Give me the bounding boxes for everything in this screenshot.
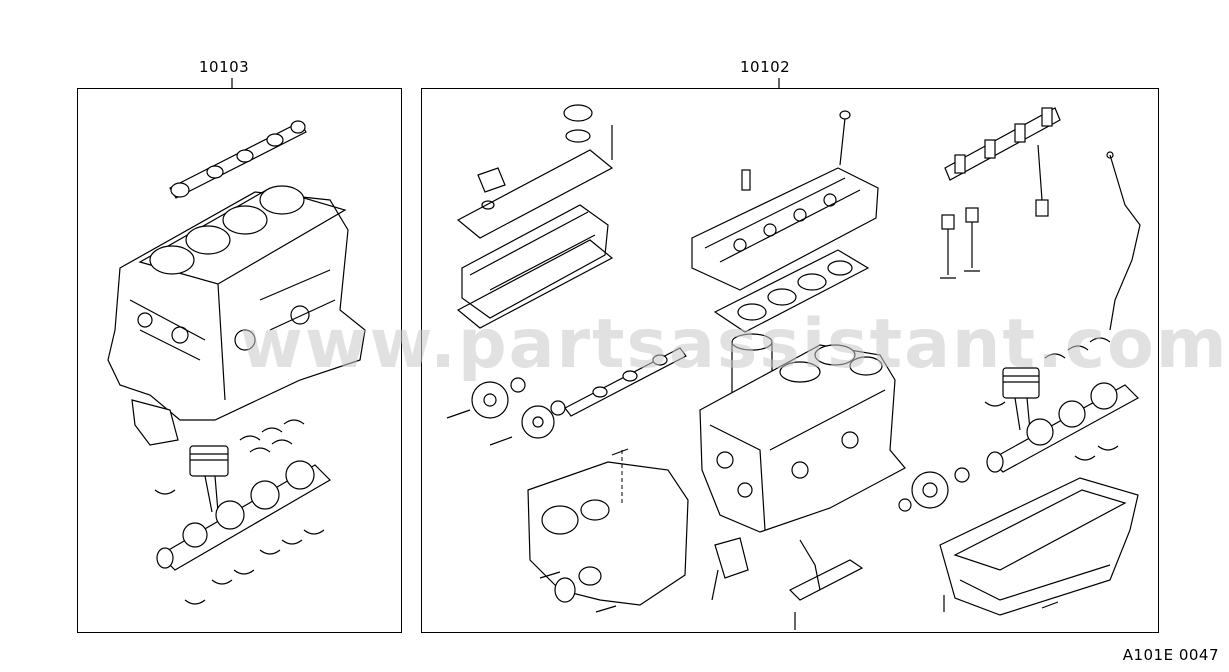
main-bearings-lower-left	[154, 489, 325, 605]
cylinder-head-gasket	[713, 249, 870, 333]
oil-dipstick	[1106, 151, 1141, 331]
oil-strainer	[788, 539, 864, 601]
diagram-code: A101E 0047	[1122, 646, 1219, 664]
piston-right	[1002, 367, 1040, 431]
complete-engine-panel	[421, 88, 1159, 633]
cylinder-block-left	[107, 185, 366, 446]
crankshaft-left	[156, 460, 331, 571]
main-bearings-upper-left	[239, 419, 305, 453]
piston-left	[189, 445, 229, 513]
camshaft-right	[564, 347, 687, 417]
rocker-cover-gasket	[456, 149, 614, 239]
part-number-10102-label[interactable]: 10102	[740, 58, 791, 76]
camshaft-sprocket	[471, 377, 526, 419]
crankshaft-pulley	[898, 467, 970, 512]
rocker-cover	[461, 204, 609, 319]
main-bearings-right	[984, 337, 1119, 461]
timing-cover	[527, 450, 689, 606]
oil-pan	[939, 477, 1139, 616]
cylinder-block-right	[699, 344, 906, 533]
camshaft-left	[169, 120, 307, 199]
valves	[940, 207, 980, 279]
crankshaft-right	[986, 382, 1139, 473]
short-block-panel	[77, 88, 402, 633]
bolts	[446, 409, 1059, 630]
part-number-10103-label[interactable]: 10103	[199, 58, 250, 76]
oil-pump-bracket	[711, 537, 749, 601]
rocker-shaft-assembly	[944, 107, 1061, 217]
cylinder-head	[691, 110, 879, 291]
oil-filler-cap	[563, 104, 613, 160]
crank-sprocket	[521, 400, 566, 439]
rocker-cover-lower-gasket	[456, 239, 614, 329]
